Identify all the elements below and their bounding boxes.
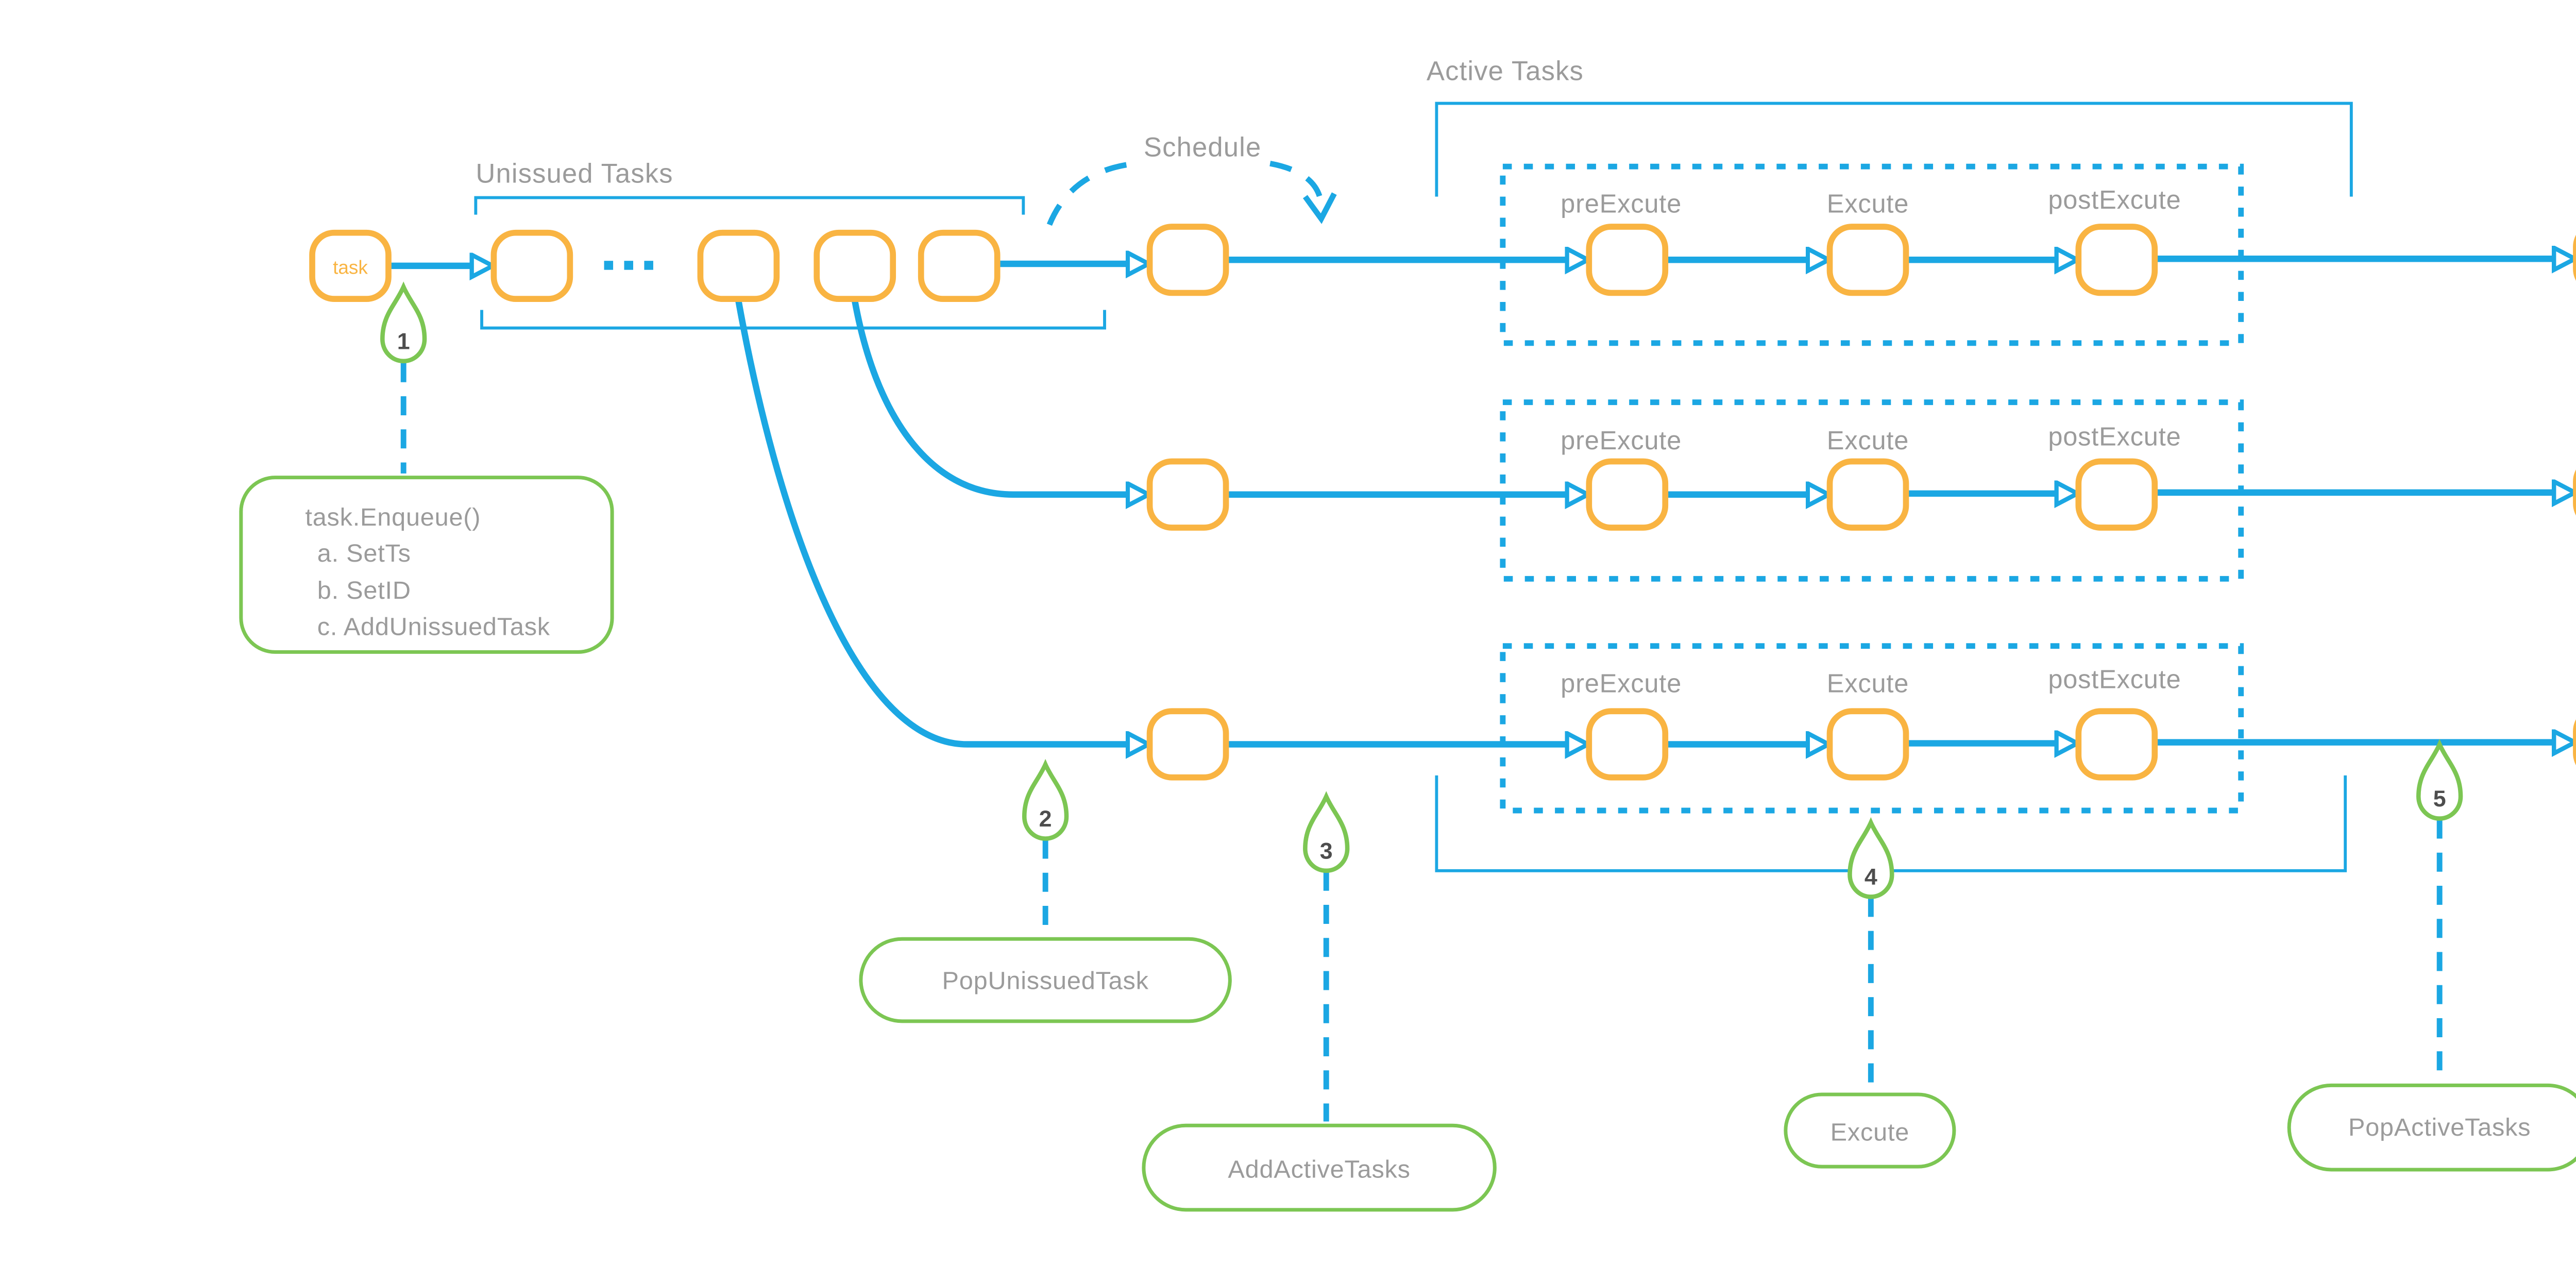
enqueue-item-b: b. SetID	[317, 577, 411, 604]
step-number: 1	[397, 328, 410, 354]
scheduled-node-2	[1146, 458, 1229, 531]
callout-excute: Excute	[1784, 1092, 1956, 1169]
step-number: 5	[2433, 786, 2446, 812]
row-2-excute-node	[1826, 458, 1909, 531]
step-marker-2: 2	[1022, 758, 1069, 841]
queue-node-2	[697, 229, 780, 302]
teardrop-icon	[380, 281, 427, 364]
active-top-bracket	[1435, 102, 2353, 197]
active-pipeline-box-2	[1500, 399, 2244, 582]
row-3-pre-excute-node	[1586, 708, 1669, 781]
brackets	[474, 102, 2353, 872]
schedule-arc-left	[1046, 160, 1136, 226]
teardrop-icon	[1303, 791, 1350, 873]
teardrop-icon	[2416, 738, 2463, 821]
queue-node-3	[814, 229, 896, 302]
curve-queue-to-scheduled-2	[852, 300, 1128, 495]
add-active-tasks-label: AddActiveTasks	[1228, 1156, 1410, 1184]
step-number: 2	[1039, 806, 1052, 832]
step-number: 4	[1865, 864, 1877, 890]
active-pipeline-box-1	[1500, 163, 2244, 346]
callout-pop-unissued-task: PopUnissuedTask	[859, 937, 1232, 1023]
schedule-label: Schedule	[1144, 132, 1261, 163]
row-3-pre-excute-label: preExcute	[1561, 668, 1682, 698]
scheduled-node-3	[1146, 708, 1229, 781]
row-3-excute-node	[1826, 708, 1909, 781]
curve-queue-to-scheduled-3	[735, 300, 1127, 744]
step-marker-4: 4	[1848, 817, 1894, 899]
pop-active-tasks-label: PopActiveTasks	[2348, 1114, 2531, 1141]
excute-label: Excute	[1831, 1119, 1909, 1146]
unissued-bottom-bracket	[480, 310, 1106, 330]
schedule-arcs	[1046, 160, 1337, 226]
row-1-post-excute-node	[2075, 224, 2158, 296]
unissued-tasks-label: Unissued Tasks	[476, 158, 673, 189]
row-2-pre-excute-label: preExcute	[1561, 426, 1682, 455]
row-3-post-excute-label: postExcute	[2048, 664, 2181, 694]
row-2-pre-excute-node	[1586, 458, 1669, 531]
schedule-arc-right	[1269, 160, 1324, 205]
excute-pill	[1784, 1092, 1956, 1169]
active-pipeline-box-3	[1500, 643, 2244, 814]
row-2-excute-label: Excute	[1827, 426, 1909, 455]
schedule-arrowhead	[1302, 192, 1337, 224]
task-node	[309, 229, 392, 302]
queue-ellipsis-dots	[604, 261, 653, 270]
queue-node-4	[918, 229, 1001, 302]
enqueue-item-a: a. SetTs	[317, 539, 411, 567]
queue-node-1	[490, 229, 573, 302]
pop-unissued-task-label: PopUnissuedTask	[942, 967, 1149, 995]
pop-active-tasks-pill	[2287, 1083, 2576, 1172]
task-node-label: task	[333, 257, 368, 278]
connectors	[389, 259, 2554, 744]
callout-enqueue: task.Enqueue() a. SetTs b. SetID c. AddU…	[239, 476, 614, 654]
step-marker-1: 1	[380, 281, 427, 364]
row-1-excute-label: Excute	[1827, 189, 1909, 218]
callout-add-active-tasks: AddActiveTasks	[1142, 1123, 1497, 1212]
step-number: 3	[1320, 838, 1333, 864]
enqueue-title: task.Enqueue()	[305, 503, 481, 531]
teardrop-icon	[1022, 758, 1069, 841]
active-tasks-label: Active Tasks	[1427, 56, 1584, 87]
enqueue-item-c: c. AddUnissuedTask	[317, 613, 550, 640]
add-active-tasks-pill	[1142, 1123, 1497, 1212]
scheduled-node-1	[1146, 224, 1229, 296]
row-1-post-excute-label: postExcute	[2048, 185, 2181, 214]
step-marker-5: 5	[2416, 738, 2463, 821]
pop-unissued-task-pill	[859, 937, 1232, 1023]
step-marker-3: 3	[1303, 791, 1350, 873]
row-3-excute-label: Excute	[1827, 668, 1909, 698]
callout-leader-lines	[400, 363, 2443, 1122]
row-1-excute-node	[1826, 224, 1909, 296]
row-3-post-excute-node	[2075, 708, 2158, 781]
callout-pop-active-tasks: PopActiveTasks	[2287, 1083, 2576, 1172]
row-2-post-excute-node	[2075, 458, 2158, 531]
row-1-pre-excute-node	[1586, 224, 1669, 296]
nodes	[309, 224, 2576, 781]
pipeline-stage-labels: preExcute Excute postExcute preExcute Ex…	[1561, 185, 2181, 698]
row-2-post-excute-label: postExcute	[2048, 421, 2181, 451]
row-1-pre-excute-label: preExcute	[1561, 189, 1682, 218]
unissued-top-bracket	[474, 196, 1025, 215]
enqueue-callout-box	[239, 476, 614, 654]
teardrop-icon	[1848, 817, 1894, 899]
